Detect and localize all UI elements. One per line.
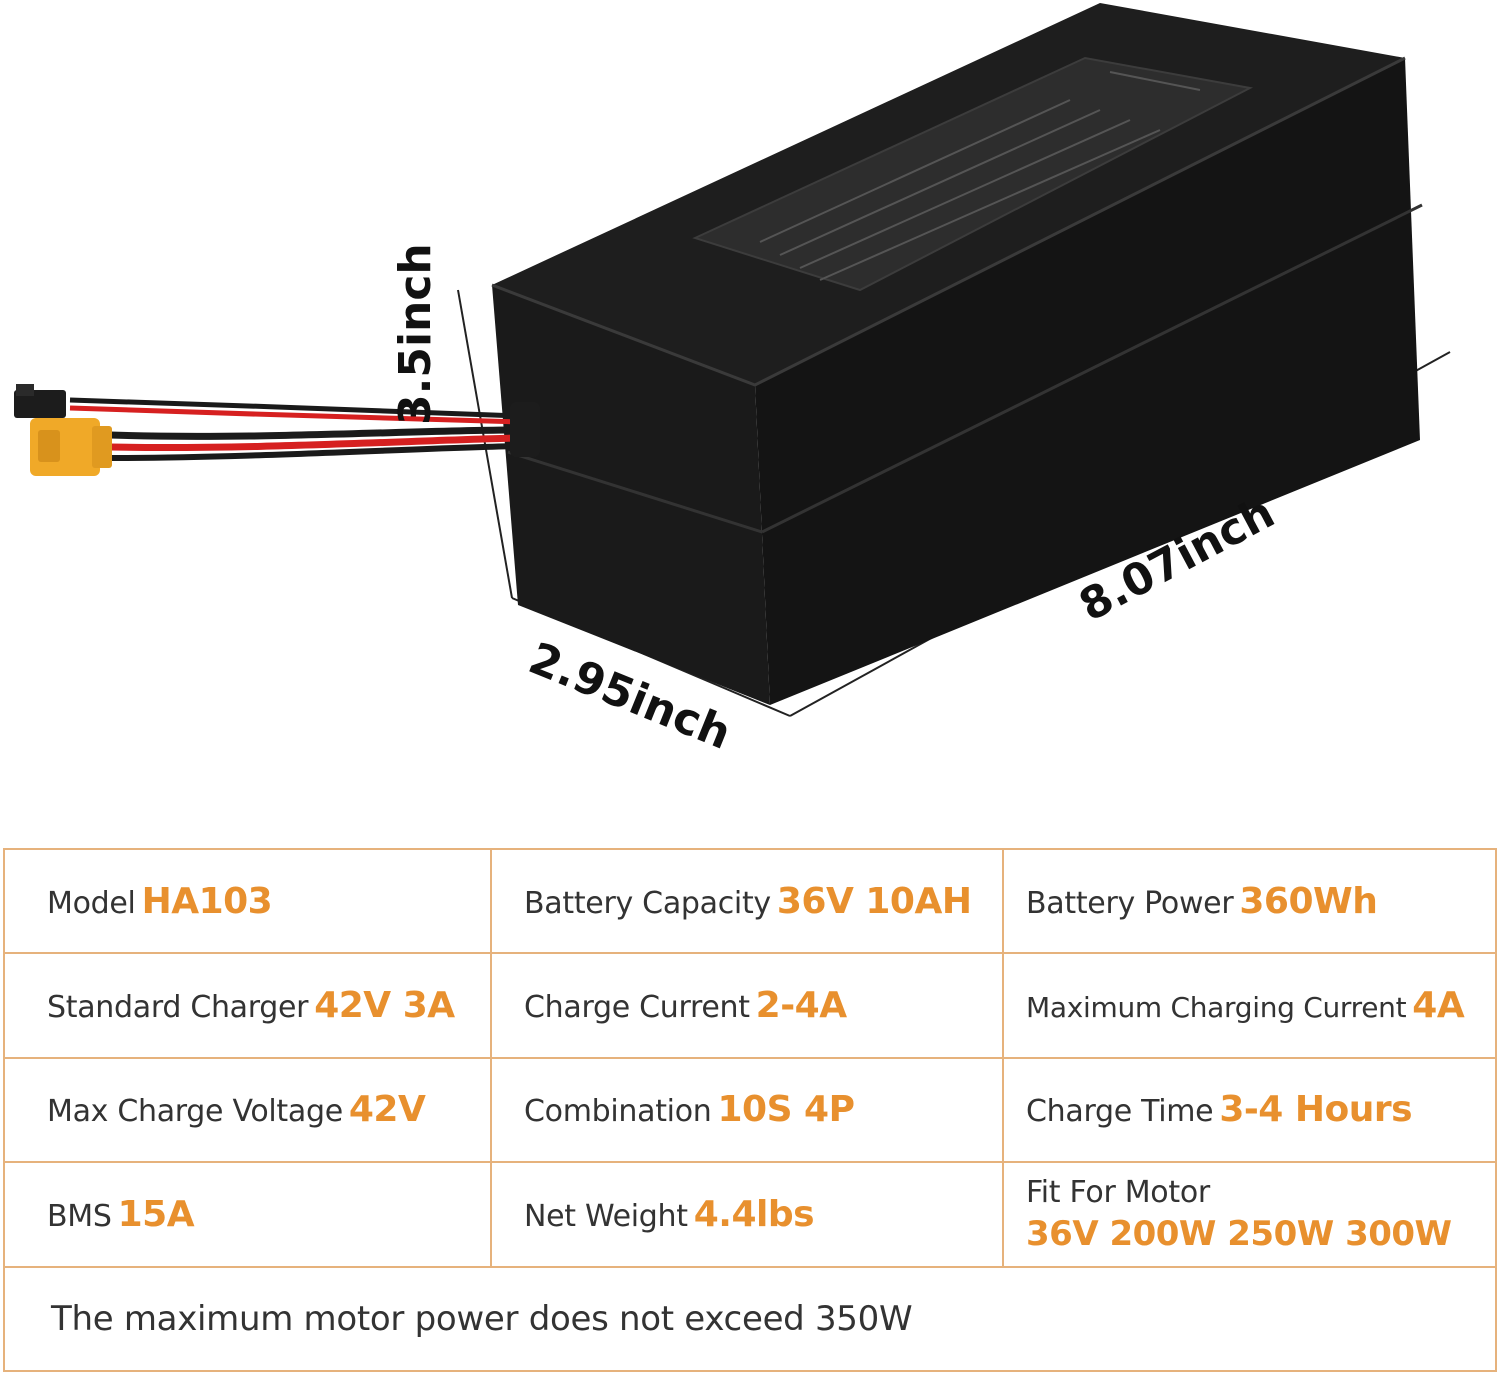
spec-label: BMS <box>47 1198 112 1234</box>
spec-value: 360Wh <box>1239 880 1378 922</box>
spec-value: 10S 4P <box>717 1089 855 1131</box>
spec-value: 42V <box>348 1089 426 1131</box>
spec-value: HA103 <box>141 880 273 922</box>
spec-value: 42V 3A <box>314 985 455 1027</box>
spec-label: Charge Current <box>524 990 750 1026</box>
spec-value: 36V 10AH <box>776 880 972 922</box>
spec-label: Net Weight <box>524 1198 688 1234</box>
spec-label: Maximum Charging Current <box>1026 991 1407 1025</box>
spec-value: 36V 200W 250W 300W <box>1026 1213 1452 1254</box>
spec-label: Charge Time <box>1026 1094 1214 1130</box>
spec-label: Battery Capacity <box>524 885 771 921</box>
xt60-connector <box>30 418 112 476</box>
spec-label: Combination <box>524 1094 712 1130</box>
spec-value: 4A <box>1412 985 1465 1027</box>
spec-value: 4.4lbs <box>693 1193 815 1235</box>
spec-label: Model <box>47 885 136 921</box>
spec-label: Max Charge Voltage <box>47 1094 343 1130</box>
spec-note: The maximum motor power does not exceed … <box>51 1298 913 1339</box>
spec-note-cell: The maximum motor power does not exceed … <box>3 1265 1497 1373</box>
spec-value: 2-4A <box>755 985 847 1027</box>
label-plate-lines <box>759 71 1201 281</box>
spec-value: 3-4 Hours <box>1219 1089 1413 1131</box>
battery-pack <box>491 3 1423 705</box>
small-plug-connector <box>14 384 66 418</box>
spec-label: Battery Power <box>1026 885 1234 921</box>
spec-value: 15A <box>117 1193 195 1235</box>
battery-product-illustration: 3.5inch 8.07inch 2.95inch <box>14 3 1451 760</box>
spec-label: Standard Charger <box>47 990 309 1026</box>
dimension-height-label: 3.5inch <box>390 243 441 425</box>
battery-wires <box>69 397 540 461</box>
spec-label: Fit For Motor <box>1026 1174 1210 1210</box>
spec-note-row: The maximum motor power does not exceed … <box>3 1265 1497 1373</box>
battery-label-plate <box>692 56 1254 292</box>
